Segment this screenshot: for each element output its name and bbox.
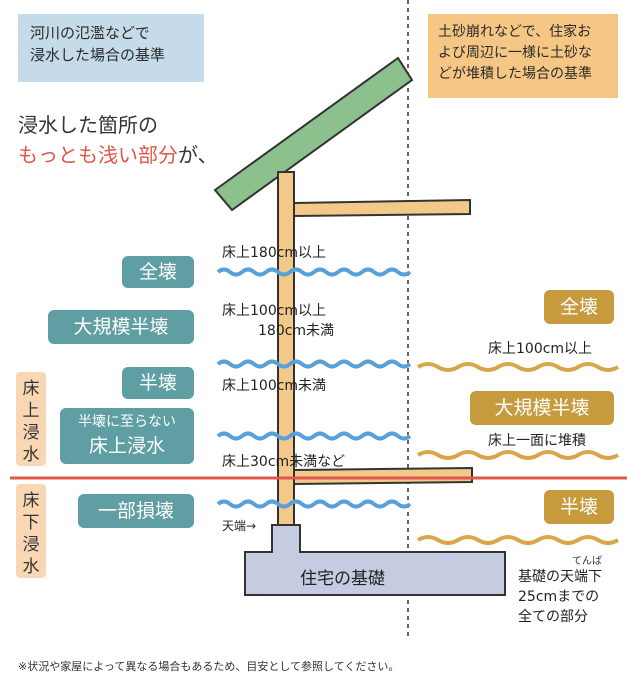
house-wall xyxy=(277,171,295,573)
flood-box-line2: 浸水した場合の基準 xyxy=(30,46,166,64)
side-label-above-floor: 床上浸水 xyxy=(16,372,46,466)
flood-wave-2 xyxy=(216,359,412,369)
footnote: ※状況や家屋によって異なる場合もあるため、目安として参照してください。 xyxy=(18,660,400,673)
foundation-block xyxy=(244,524,506,596)
flood-box-line1: 河川の氾濫などで xyxy=(30,24,150,42)
desc-sediment-tenba: 基礎の天端下 xyxy=(518,569,602,585)
roof xyxy=(213,56,414,212)
desc-sediment-100: 床上100cm以上 xyxy=(488,341,593,357)
tag-zenkai-flood: 全壊 xyxy=(122,256,194,288)
tag-minor-above-floor: 半壊に至らない 床上浸水 xyxy=(60,408,194,464)
sediment-wave-group xyxy=(416,362,620,545)
desc-180cm: 床上180cm以上 xyxy=(222,245,327,261)
intro-highlight: もっとも浅い部分 xyxy=(18,143,178,167)
sediment-wave-2 xyxy=(416,450,620,460)
sediment-criteria-box: 土砂崩れなどで、住家お よび周辺に一様に土砂な どが堆積した場合の基準 xyxy=(428,14,618,98)
flood-wave-1 xyxy=(216,267,412,277)
intro-text: 浸水した箇所の もっとも浅い部分が、 xyxy=(18,110,218,170)
flood-wave-group xyxy=(216,267,412,509)
sediment-box-line1: 土砂崩れなどで、住家お xyxy=(438,24,592,40)
flood-wave-3 xyxy=(216,431,412,441)
sediment-wave-3 xyxy=(416,535,620,545)
side-above-text: 床上浸水 xyxy=(22,379,40,465)
ruby-tenba: てんば xyxy=(572,556,602,567)
intro-line1: 浸水した箇所の xyxy=(18,113,158,137)
sediment-wave-1 xyxy=(416,362,620,372)
flood-wave-4 xyxy=(216,499,412,509)
foundation-label: 住宅の基礎 xyxy=(300,569,385,589)
sediment-box-line2: よび周辺に一様に土砂な xyxy=(438,45,592,61)
desc-under-30: 床上30cm未満など xyxy=(222,454,346,470)
tag-minor-line2: 床上浸水 xyxy=(88,435,165,457)
side-below-text: 床下浸水 xyxy=(22,491,40,577)
desc-under-100: 床上100cm未満 xyxy=(222,378,327,394)
tag-ichibu-sonkai: 一部損壊 xyxy=(78,494,194,528)
flood-criteria-box: 河川の氾濫などで 浸水した場合の基準 xyxy=(18,14,204,82)
tenba-label: 天端→ xyxy=(222,519,257,533)
tag-daikibo-hankai-sediment: 大規模半壊 xyxy=(470,391,614,425)
desc-sediment-25cm: 25cmまでの xyxy=(518,589,600,605)
tag-minor-line1: 半壊に至らない xyxy=(78,414,176,430)
desc-100-180-line2: 180cm未満 xyxy=(258,323,335,339)
desc-sediment-all: 全ての部分 xyxy=(518,609,588,625)
tag-zenkai-sediment: 全壊 xyxy=(544,290,614,324)
tag-hankai-sediment: 半壊 xyxy=(544,490,614,524)
desc-100-180-line1: 床上100cm以上 xyxy=(222,303,327,319)
ceiling-beam xyxy=(293,198,471,218)
tag-hankai-flood: 半壊 xyxy=(122,367,194,399)
sediment-box-line3: どが堆積した場合の基準 xyxy=(438,66,592,82)
intro-line2-rest: が、 xyxy=(178,143,218,167)
desc-sediment-floor: 床上一面に堆積 xyxy=(488,433,586,449)
side-label-below-floor: 床下浸水 xyxy=(16,484,46,578)
tag-daikibo-hankai-flood: 大規模半壊 xyxy=(48,310,194,344)
